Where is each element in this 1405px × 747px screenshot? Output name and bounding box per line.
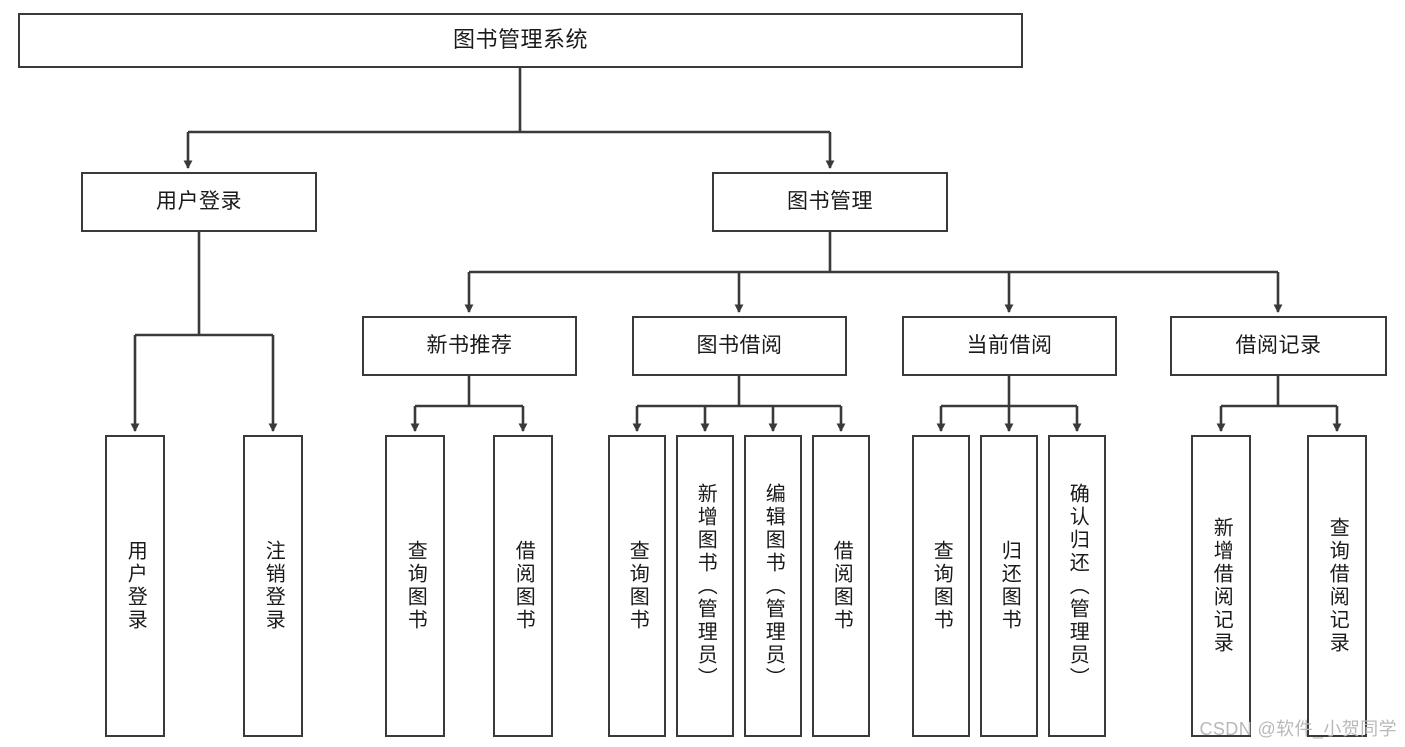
node-label: 查询借阅记录 (1326, 517, 1349, 655)
leaf-user-login-logout[interactable]: 注销登录 (243, 435, 303, 737)
node-user-login[interactable]: 用户登录 (81, 172, 317, 232)
node-label: 确认归还（管理员） (1066, 482, 1089, 690)
node-label: 查询图书 (930, 540, 953, 632)
node-label: 用户登录 (156, 190, 242, 214)
node-book-management[interactable]: 图书管理 (712, 172, 948, 232)
node-label: 新增图书（管理员） (694, 482, 717, 690)
leaf-borrow-record-query-record[interactable]: 查询借阅记录 (1307, 435, 1367, 737)
node-book-borrow[interactable]: 图书借阅 (632, 316, 847, 376)
node-label: 新书推荐 (426, 334, 513, 358)
node-label: 图书管理系统 (452, 27, 588, 53)
node-label: 图书管理 (787, 190, 873, 214)
csdn-watermark: CSDN @软件_小贺同学 (1199, 719, 1397, 739)
node-label: 图书借阅 (696, 334, 783, 358)
node-label: 借阅图书 (512, 540, 535, 632)
node-label: 查询图书 (404, 540, 427, 632)
leaf-current-borrow-confirm-return-admin[interactable]: 确认归还（管理员） (1048, 435, 1106, 737)
leaf-user-login-do-login[interactable]: 用户登录 (105, 435, 165, 737)
node-label: 查询图书 (626, 540, 649, 632)
node-new-book-recommend[interactable]: 新书推荐 (362, 316, 577, 376)
node-label: 新增借阅记录 (1210, 517, 1233, 655)
leaf-book-borrow-borrow-book[interactable]: 借阅图书 (812, 435, 870, 737)
leaf-book-borrow-add-book-admin[interactable]: 新增图书（管理员） (676, 435, 734, 737)
node-label: 用户登录 (124, 540, 147, 632)
node-label: 当前借阅 (966, 334, 1053, 358)
node-label: 注销登录 (262, 540, 285, 632)
leaf-book-borrow-edit-book-admin[interactable]: 编辑图书（管理员） (744, 435, 802, 737)
leaf-book-borrow-query-book[interactable]: 查询图书 (608, 435, 666, 737)
leaf-current-borrow-query-book[interactable]: 查询图书 (912, 435, 970, 737)
node-label: 借阅记录 (1235, 334, 1322, 358)
node-label: 借阅图书 (830, 540, 853, 632)
leaf-new-book-query-book[interactable]: 查询图书 (385, 435, 445, 737)
node-label: 归还图书 (998, 540, 1021, 632)
leaf-borrow-record-add-record[interactable]: 新增借阅记录 (1191, 435, 1251, 737)
node-borrow-record[interactable]: 借阅记录 (1170, 316, 1387, 376)
node-label: 编辑图书（管理员） (762, 482, 785, 690)
node-current-borrow[interactable]: 当前借阅 (902, 316, 1117, 376)
leaf-new-book-borrow-book[interactable]: 借阅图书 (493, 435, 553, 737)
node-root-book-management-system[interactable]: 图书管理系统 (18, 13, 1023, 68)
leaf-current-borrow-return-book[interactable]: 归还图书 (980, 435, 1038, 737)
